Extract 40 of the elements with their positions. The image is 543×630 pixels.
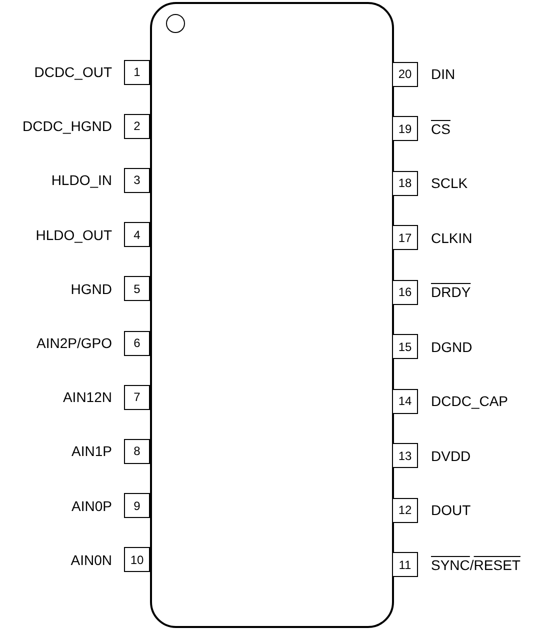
pin-label: CLKIN [431, 230, 472, 246]
pin-box: 7 [124, 384, 150, 410]
pin-box: 16 [392, 280, 418, 304]
pin-box: 3 [124, 168, 150, 193]
pin-box: 15 [392, 334, 418, 359]
pin-box: 13 [392, 443, 418, 468]
pin-box: 2 [124, 114, 150, 139]
pin-box: 1 [124, 60, 150, 84]
pin-box: 8 [124, 438, 150, 464]
pin-label: SCLK [431, 175, 468, 191]
pin-box: 12 [392, 498, 418, 522]
pin-box: 4 [124, 222, 150, 248]
pin-box: 6 [124, 330, 150, 356]
pin-label: AIN12N [62, 389, 112, 406]
pin-label: HLDO_OUT [36, 226, 112, 243]
pin-box: 11 [392, 552, 418, 577]
pin-box: 20 [392, 62, 418, 86]
pin-label: DIN [431, 66, 456, 82]
pin-label: DCDC_HGND [22, 118, 112, 134]
pin-label: DCDC_CAP [431, 393, 508, 409]
pin-box: 9 [124, 493, 150, 518]
pin-box: 19 [392, 116, 418, 141]
pin-box: 14 [392, 388, 418, 414]
pin-label: AIN0N [70, 552, 112, 568]
pin-label: AIN2P/GPO [36, 335, 112, 351]
pin-box: 18 [392, 170, 418, 196]
pin-label: DVDD [431, 448, 471, 464]
pin-label: SYNC/RESET [431, 556, 520, 572]
pin-label: AIN0P [72, 498, 112, 514]
pin-label: AIN1P [72, 443, 112, 460]
pin-box: 10 [124, 547, 150, 572]
pin-label: HLDO_IN [51, 172, 112, 188]
pin-label: DCDC_OUT [34, 64, 112, 80]
pin-label: DRDY [431, 284, 471, 300]
pin-label: CS [431, 120, 450, 136]
pin-label: HGND [70, 280, 112, 297]
pin-box: 5 [124, 276, 150, 302]
pin-label: DGND [431, 338, 472, 354]
pin-box: 17 [392, 225, 418, 250]
pin-label: DOUT [431, 502, 471, 518]
